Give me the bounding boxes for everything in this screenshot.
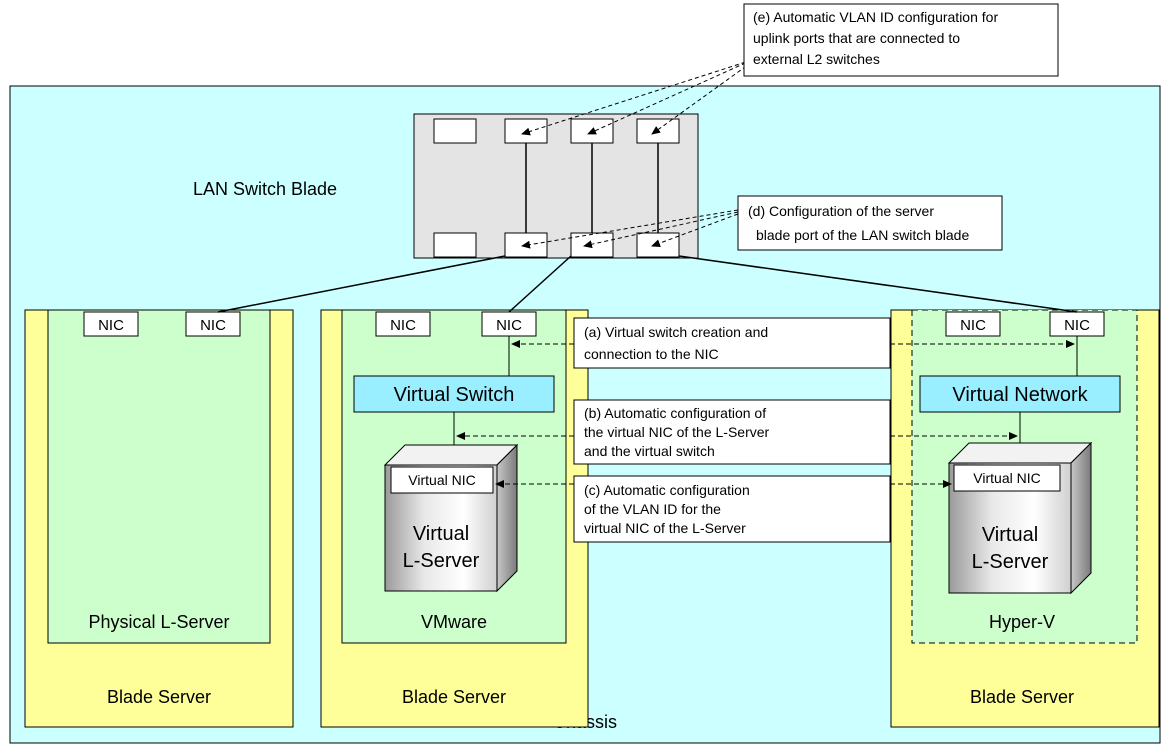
svg-text:the virtual NIC of the L-Serve: the virtual NIC of the L-Server [584, 424, 770, 440]
svg-text:external L2 switches: external L2 switches [753, 51, 880, 67]
uplink-port [636, 118, 680, 144]
blade-server-label: Blade Server [107, 687, 211, 707]
nic-box [481, 311, 537, 337]
internal-links [453, 336, 1078, 445]
virtual-nic-box [390, 466, 494, 494]
physical-server-area [47, 309, 271, 644]
svg-text:uplink ports that are connecte: uplink ports that are connected to [753, 30, 960, 46]
lan-switch-blade-label: LAN Switch Blade [193, 179, 337, 199]
svg-text:connection to the NIC: connection to the NIC [584, 346, 719, 362]
blade-server-1: NIC NIC Physical L-Server Blade Server [24, 309, 294, 728]
svg-text:(c) Automatic configuration: (c) Automatic configuration [584, 482, 750, 498]
virtual-nic-box [953, 464, 1061, 492]
note-c: (c) Automatic configuration of the VLAN … [573, 475, 891, 543]
svg-text:NIC: NIC [390, 317, 416, 334]
uplink-port [433, 118, 477, 144]
svg-text:of the VLAN ID for the: of the VLAN ID for the [584, 501, 721, 517]
blade-server-label: Blade Server [402, 687, 506, 707]
svg-text:Virtual Switch: Virtual Switch [394, 384, 515, 406]
blade-server-3: NIC NIC Virtual Network Virtual NIC Virt… [890, 309, 1160, 728]
svg-text:(b) Automatic configuration of: (b) Automatic configuration of [584, 405, 766, 421]
note-a: (a) Virtual switch creation and connecti… [573, 317, 891, 369]
physical-lserver-label: Physical L-Server [88, 612, 229, 632]
server-blade-port [636, 232, 680, 258]
svg-text:virtual NIC of the L-Server: virtual NIC of the L-Server [584, 520, 746, 536]
svg-text:and the virtual switch: and the virtual switch [584, 443, 715, 459]
virtual-lserver-cube: Virtual NIC Virtual L-Server [383, 443, 519, 593]
annotation-abc-arrows [456, 340, 1075, 488]
vmware-label: VMware [421, 612, 487, 632]
virtual-network-box [919, 375, 1121, 413]
svg-text:Virtual Network: Virtual Network [952, 384, 1088, 406]
note-b: (b) Automatic configuration of the virtu… [573, 399, 891, 465]
svg-text:Virtual NIC: Virtual NIC [973, 470, 1040, 486]
nic-box [83, 311, 139, 337]
note-e: (e) Automatic VLAN ID configuration for … [743, 3, 1059, 77]
annotation-e-arrows [521, 59, 753, 136]
svg-text:(e) Automatic VLAN ID configur: (e) Automatic VLAN ID configuration for [753, 9, 998, 25]
uplink-port [504, 118, 548, 144]
note-d: (d) Configuration of the server blade po… [737, 195, 1003, 251]
virtual-lserver-cube: Virtual NIC Virtual L-Server [947, 441, 1093, 595]
svg-text:Virtual: Virtual [413, 523, 469, 545]
svg-text:NIC: NIC [496, 317, 522, 334]
blade-server-2: NIC NIC Virtual Switch Virtual NIC Virtu… [320, 309, 589, 728]
nic-box [375, 311, 431, 337]
svg-text:blade port of the LAN switch b: blade port of the LAN switch blade [756, 227, 969, 243]
svg-text:L-Server: L-Server [403, 550, 480, 572]
lan-switch-blade [413, 113, 699, 259]
svg-text:L-Server: L-Server [972, 551, 1049, 573]
svg-text:Virtual NIC: Virtual NIC [408, 472, 475, 488]
physical-links [217, 255, 1078, 313]
annotation-d-arrows [521, 209, 739, 249]
server-blade-port [504, 232, 548, 258]
virtual-switch-box [353, 375, 555, 413]
svg-text:Virtual: Virtual [982, 524, 1038, 546]
blade-server-label: Blade Server [970, 687, 1074, 707]
svg-text:NIC: NIC [960, 317, 986, 334]
svg-text:(d) Configuration of the serve: (d) Configuration of the server [748, 203, 934, 219]
svg-text:NIC: NIC [98, 317, 124, 334]
uplink-port [570, 118, 614, 144]
nic-box [185, 311, 241, 337]
server-blade-port [433, 232, 477, 258]
svg-text:NIC: NIC [1064, 317, 1090, 334]
nic-box [1049, 311, 1105, 337]
svg-text:NIC: NIC [200, 317, 226, 334]
nic-box [945, 311, 1001, 337]
svg-text:(a) Virtual switch creation an: (a) Virtual switch creation and [584, 324, 768, 340]
hyperv-label: Hyper-V [989, 612, 1055, 632]
